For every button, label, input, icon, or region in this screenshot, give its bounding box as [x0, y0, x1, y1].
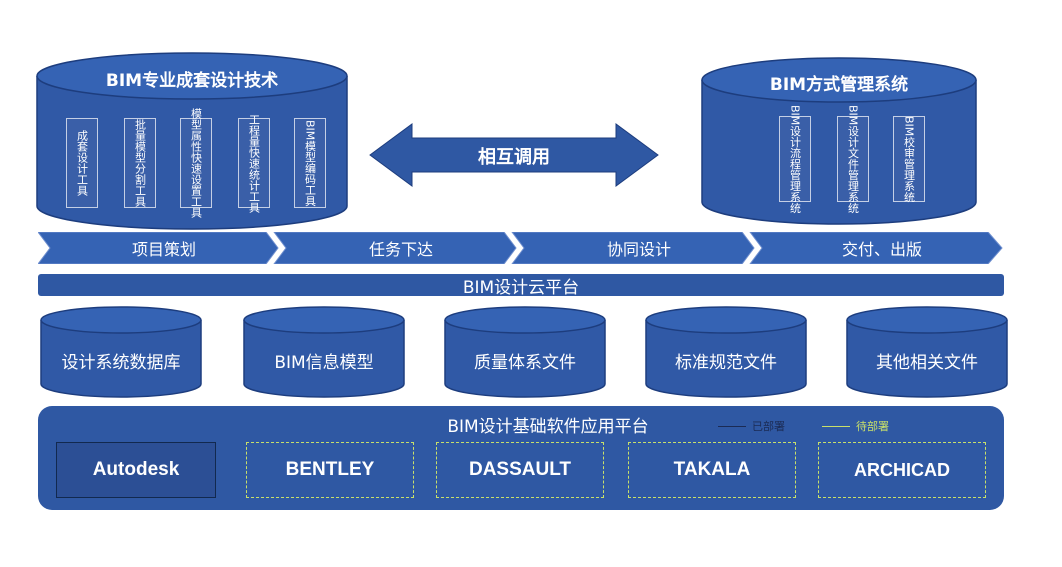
- vendor-takala: TAKALA: [628, 442, 796, 498]
- vendor-archicad: ARCHICAD: [818, 442, 986, 498]
- database-2-label: BIM信息模型: [274, 353, 374, 373]
- mgmt-box-1: BIM设计流程管理系统: [779, 105, 811, 213]
- tool-box-2: 批量模型分割工具: [124, 118, 156, 208]
- tool-label-1: 成套设计工具: [75, 130, 89, 196]
- database-3-label: 质量体系文件: [474, 353, 576, 373]
- base-platform: BIM设计基础软件应用平台 已部署 待部署 Autodesk BENTLEY D…: [38, 406, 1004, 510]
- double-arrow-shape: [369, 123, 659, 187]
- tool-label-4: 工程量快速统计工具: [247, 113, 261, 213]
- database-3-shape: [444, 306, 606, 398]
- mgmt-box-2: BIM设计文件管理系统: [837, 105, 869, 213]
- legend-deployed-label: 已部署: [752, 420, 785, 433]
- process-flow: 项目策划 任务下达 协同设计 交付、出版: [38, 232, 1004, 264]
- right-database-title: BIM方式管理系统: [769, 75, 909, 95]
- tool-box-1: 成套设计工具: [66, 118, 98, 208]
- legend-pending: 待部署: [822, 418, 889, 434]
- vendor-dassault-label: DASSAULT: [468, 459, 572, 480]
- database-5-label: 其他相关文件: [876, 353, 978, 373]
- database-3: 质量体系文件: [444, 306, 606, 398]
- vendor-dassault: DASSAULT: [436, 442, 604, 498]
- database-4-shape: [645, 306, 807, 398]
- left-database: BIM专业成套设计技术 成套设计工具 批量模型分割工具 模型属性快速设置工具 工…: [36, 52, 348, 230]
- tool-label-2: 批量模型分割工具: [133, 119, 147, 207]
- database-1: 设计系统数据库: [40, 306, 202, 398]
- mutual-call-label: 相互调用: [478, 147, 550, 168]
- base-platform-title: BIM设计基础软件应用平台: [447, 417, 649, 437]
- left-database-title: BIM专业成套设计技术: [105, 71, 279, 91]
- mgmt-label-2: BIM设计文件管理系统: [846, 104, 860, 214]
- vendor-bentley: BENTLEY: [246, 442, 414, 498]
- tool-box-3: 模型属性快速设置工具: [180, 108, 212, 218]
- cloud-platform-bar: BIM设计云平台: [38, 274, 1004, 298]
- database-2: BIM信息模型: [243, 306, 405, 398]
- database-2-shape: [243, 306, 405, 398]
- database-5: 其他相关文件: [846, 306, 1008, 398]
- stage-project-planning: 项目策划: [131, 240, 196, 259]
- cloud-platform-label: BIM设计云平台: [462, 277, 580, 298]
- mutual-call-arrow: 相互调用: [368, 122, 660, 188]
- stage-task-assignment: 任务下达: [368, 240, 433, 259]
- database-5-shape: [846, 306, 1008, 398]
- database-1-shape: [40, 306, 202, 398]
- mgmt-label-3: BIM校审管理系统: [902, 115, 916, 203]
- vendor-bentley-label: BENTLEY: [285, 459, 375, 480]
- tool-box-4: 工程量快速统计工具: [238, 114, 270, 213]
- mgmt-box-3: BIM校审管理系统: [893, 116, 925, 202]
- database-4-label: 标准规范文件: [675, 353, 777, 373]
- legend-pending-label: 待部署: [856, 420, 889, 433]
- tool-box-5: BIM模型编码工具: [294, 118, 326, 208]
- vendor-autodesk: Autodesk: [56, 442, 216, 498]
- stage-delivery: 交付、出版: [841, 240, 922, 259]
- process-flow-shape: [38, 232, 1003, 264]
- database-4: 标准规范文件: [645, 306, 807, 398]
- mgmt-label-1: BIM设计流程管理系统: [788, 104, 802, 214]
- stage-collaborative-design: 协同设计: [606, 240, 671, 259]
- legend-deployed: 已部署: [718, 418, 785, 434]
- vendor-archicad-label: ARCHICAD: [854, 459, 950, 480]
- legend-deployed-line: [718, 425, 746, 427]
- database-1-label: 设计系统数据库: [61, 353, 181, 373]
- legend-pending-line: [822, 425, 850, 427]
- vendor-autodesk-label: Autodesk: [92, 459, 180, 480]
- right-database: BIM方式管理系统 BIM设计流程管理系统 BIM设计文件管理系统 BIM校审管…: [701, 56, 977, 226]
- tool-label-5: BIM模型编码工具: [303, 119, 317, 207]
- tool-label-3: 模型属性快速设置工具: [189, 108, 203, 218]
- vendor-takala-label: TAKALA: [673, 459, 751, 480]
